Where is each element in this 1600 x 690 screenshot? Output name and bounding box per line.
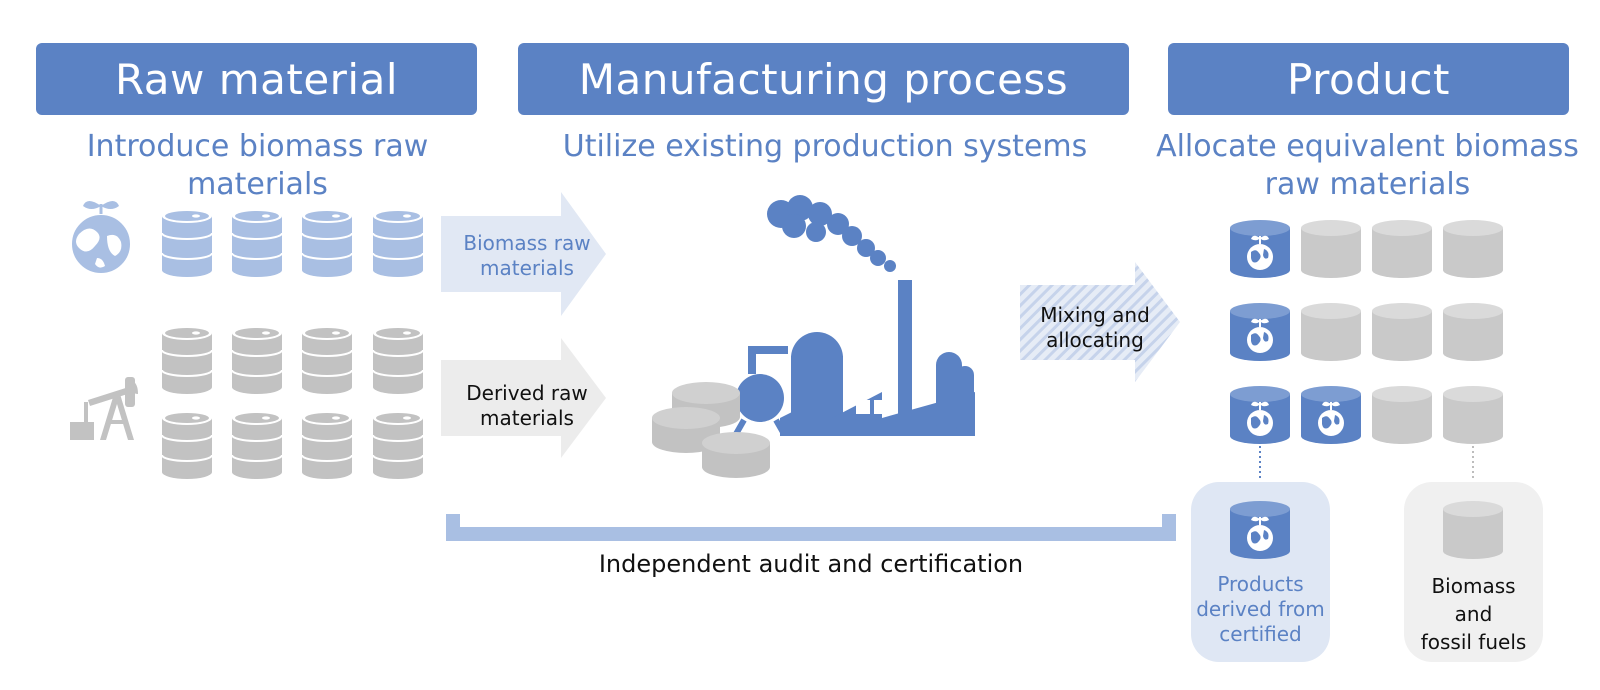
legend-certified-line1: Products [1217, 572, 1304, 596]
legend-certified-line2: derived from [1196, 597, 1325, 621]
legend-fossil-box [1404, 482, 1543, 662]
derived-arrow-line2: materials [480, 406, 574, 430]
biomass-arrow-label: Biomass raw materials [441, 231, 613, 281]
legend-fossil-line3: fossil fuels [1420, 630, 1527, 654]
oil-pumpjack-icon [70, 377, 138, 440]
certified-barrel-icon [1229, 385, 1291, 445]
barrel-icon [161, 208, 213, 278]
barrel-icon [372, 325, 424, 395]
manufacturing-header: Manufacturing process [518, 43, 1129, 115]
barrel-icon [1372, 220, 1432, 278]
audit-label: Independent audit and certification [598, 550, 1024, 578]
barrel-icon [301, 325, 353, 395]
biomass-arrow-line2: materials [480, 256, 574, 280]
mixing-arrow [1020, 262, 1180, 382]
derived-arrow [441, 338, 606, 458]
certified-barrel-icon [1229, 219, 1291, 279]
certified-barrel-icon [1229, 302, 1291, 362]
legend-fossil-label: Biomass and fossil fuels [1404, 572, 1543, 656]
certified-barrel-icon [1229, 500, 1291, 560]
barrel-icon [231, 410, 283, 480]
mixing-arrow-label: Mixing and allocating [1020, 303, 1170, 353]
legend-certified-line3: certified [1219, 622, 1302, 646]
legend-certified-box [1191, 482, 1330, 662]
barrel-icon [372, 208, 424, 278]
barrel-icon [372, 410, 424, 480]
product-header: Product [1168, 43, 1569, 115]
barrel-icon [1443, 386, 1503, 444]
certified-barrel-icon [1300, 385, 1362, 445]
barrel-icon [161, 410, 213, 480]
raw-material-subtitle: Introduce biomass raw materials [86, 129, 429, 202]
barrel-icon [1443, 303, 1503, 361]
barrel-icon [1372, 386, 1432, 444]
product-subtitle-line2: raw materials [1264, 167, 1471, 202]
biomass-arrow-line1: Biomass raw [463, 231, 591, 255]
derived-arrow-label: Derived raw materials [441, 381, 613, 431]
product-subtitle: Allocate equivalent biomass raw material… [1150, 128, 1585, 204]
barrel-icon [161, 325, 213, 395]
barrel-icon [1372, 303, 1432, 361]
barrel-icon [301, 410, 353, 480]
barrel-icon [1301, 220, 1361, 278]
barrel-icon [1301, 303, 1361, 361]
derived-arrow-line1: Derived raw [466, 381, 588, 405]
barrel-icon [301, 208, 353, 278]
biomass-barrels [161, 208, 424, 278]
product-subtitle-line1: Allocate equivalent biomass [1156, 129, 1579, 164]
globe-sprout-icon [70, 201, 132, 275]
legend-certified-label: Products derived from certified [1191, 572, 1330, 647]
legend-fossil-line1: Biomass [1431, 574, 1516, 598]
product-grid [1229, 219, 1503, 445]
barrel-icon [231, 208, 283, 278]
audit-bracket [446, 514, 1176, 541]
mixing-arrow-line1: Mixing and [1040, 303, 1150, 327]
factory-icon [733, 195, 975, 436]
barrel-icon [1443, 501, 1503, 559]
storage-tank-icon [702, 432, 770, 478]
manufacturing-subtitle: Utilize existing production systems [562, 129, 1088, 164]
legend-fossil-line2: and [1454, 602, 1493, 626]
biomass-arrow [441, 192, 606, 316]
barrel-icon [231, 325, 283, 395]
barrel-icon [1443, 220, 1503, 278]
raw-material-header: Raw material [36, 43, 477, 115]
fossil-barrels [161, 325, 424, 480]
mixing-arrow-line2: allocating [1046, 328, 1144, 352]
